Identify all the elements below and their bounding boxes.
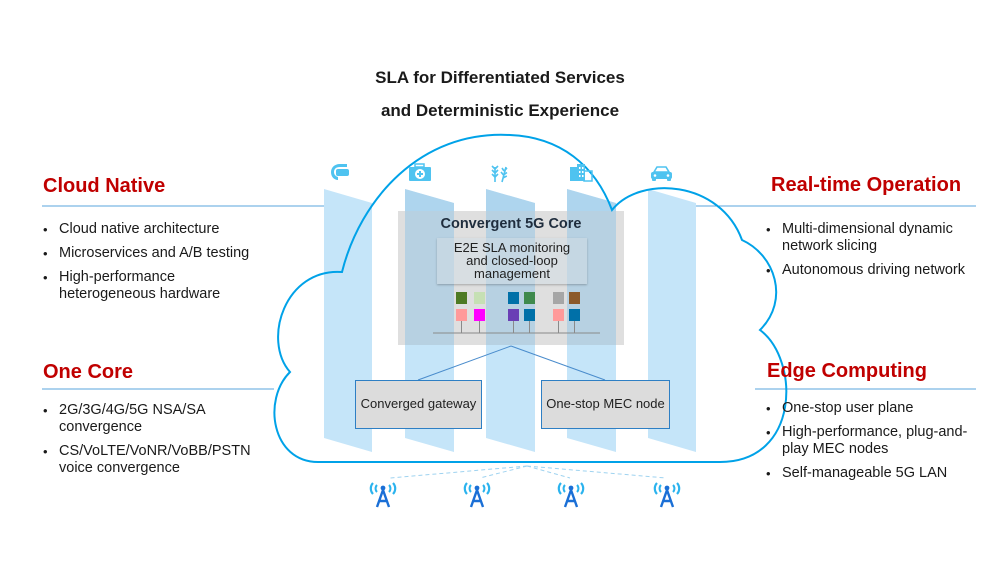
connector-line xyxy=(510,345,606,381)
base-station-icon xyxy=(463,482,491,508)
core-title: Convergent 5G Core xyxy=(440,216,582,232)
cloud-native-heading: Cloud Native xyxy=(43,175,166,197)
slice-block-bottom xyxy=(524,309,535,321)
slice-block-top xyxy=(508,292,519,304)
radio-links xyxy=(389,465,667,479)
list-item: Multi-dimensional dynamic network slicin… xyxy=(766,221,992,255)
list-item: Autonomous driving network xyxy=(766,262,998,279)
slice-block-bottom xyxy=(508,309,519,321)
base-stations xyxy=(369,482,681,508)
sla-management-box: E2E SLA monitoring and closed-loop manag… xyxy=(437,238,587,284)
slice-block-top xyxy=(474,292,485,304)
one-core-list: 2G/3G/4G/5G NSA/SA convergence CS/VoLTE/… xyxy=(43,402,283,484)
sla-line: and closed-loop xyxy=(466,253,558,268)
slice-block-top xyxy=(553,292,564,304)
base-station-icon xyxy=(653,482,681,508)
list-item: Self-manageable 5G LAN xyxy=(766,465,998,482)
base-station-icon xyxy=(369,482,397,508)
diagram-title-line2: and Deterministic Experience xyxy=(380,101,620,120)
list-item: One-stop user plane xyxy=(766,400,998,417)
edge-computing-list: One-stop user plane High-performance, pl… xyxy=(766,400,998,489)
car-icon xyxy=(651,166,672,181)
list-item: High-performance heterogeneous hardware xyxy=(43,269,239,303)
realtime-operation-heading: Real-time Operation xyxy=(771,174,962,196)
slice-block-bottom xyxy=(553,309,564,321)
slice-block-bottom xyxy=(474,309,485,321)
cloud-native-list: Cloud native architecture Microservices … xyxy=(43,221,293,310)
diagram-title-line1: SLA for Differentiated Services xyxy=(375,68,625,87)
converged-gateway-node: Converged gateway xyxy=(355,380,482,429)
city-buildings-icon xyxy=(570,164,593,182)
agriculture-wheat-icon xyxy=(491,165,508,183)
network-slices xyxy=(433,292,600,334)
slice-block-top xyxy=(524,292,535,304)
mec-node: One-stop MEC node xyxy=(541,380,670,429)
connector-line xyxy=(417,345,512,381)
one-core-heading: One Core xyxy=(43,361,134,383)
slice-block-bottom xyxy=(456,309,467,321)
cloud-outline xyxy=(273,133,788,463)
list-item: Cloud native architecture xyxy=(43,221,293,238)
medical-kit-icon xyxy=(409,163,431,181)
list-item: High-performance, plug-and-play MEC node… xyxy=(766,424,982,458)
slice-block-top xyxy=(456,292,467,304)
list-item: CS/VoLTE/VoNR/VoBB/PSTN voice convergenc… xyxy=(43,443,279,477)
sla-line: E2E SLA monitoring xyxy=(453,240,571,255)
slice-block-top xyxy=(569,292,580,304)
list-item: Microservices and A/B testing xyxy=(43,245,293,262)
sla-line: management xyxy=(474,266,550,281)
slice-block-bottom xyxy=(569,309,580,321)
vr-headset-icon xyxy=(331,164,349,180)
base-station-icon xyxy=(557,482,585,508)
realtime-operation-list: Multi-dimensional dynamic network slicin… xyxy=(766,221,998,286)
list-item: 2G/3G/4G/5G NSA/SA convergence xyxy=(43,402,229,436)
edge-computing-heading: Edge Computing xyxy=(767,360,927,382)
